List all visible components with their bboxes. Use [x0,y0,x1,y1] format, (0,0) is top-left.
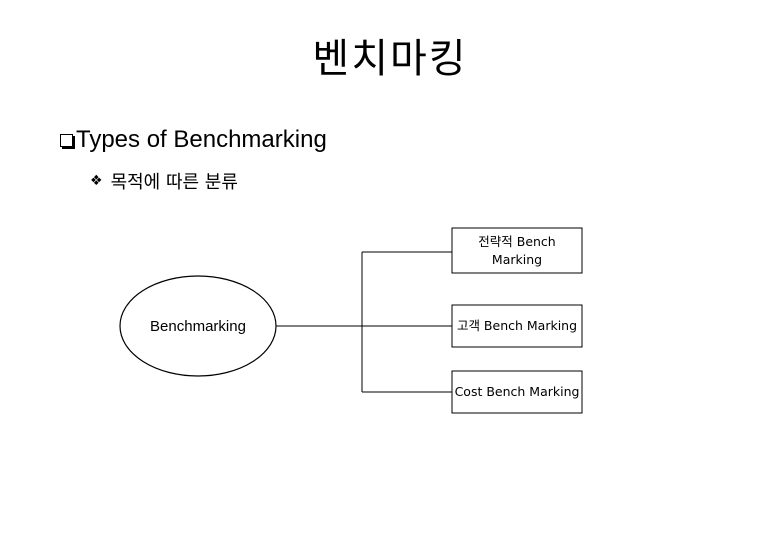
node-box-customer [451,304,583,348]
node-box-strategic [451,227,583,274]
slide-title: 벤치마킹 [312,36,468,82]
node-label-customer-text: 고객 Bench Marking [456,318,578,333]
node-label-cost: Cost Bench Marking [452,371,582,413]
node-label-strategic-line1: 전략적 Bench [478,233,556,249]
node-label-strategic: 전략적 Bench Marking [452,228,582,273]
sub-heading: ❖ 목적에 따른 분류 [90,168,238,194]
section-heading-text: Types of Benchmarking [76,126,327,153]
sub-heading-text: 목적에 따른 분류 [110,172,238,193]
section-heading: Types of Benchmarking [60,126,327,154]
root-label: Benchmarking [150,317,246,335]
node-label-cost-text: Cost Bench Marking [454,384,580,399]
node-box-cost [451,370,583,414]
q-box-bullet-icon [60,133,73,147]
diamond-bullet-icon: ❖ [90,173,103,189]
node-label-strategic-line2: Marking [491,251,543,267]
node-label-customer: 고객 Bench Marking [452,305,582,347]
